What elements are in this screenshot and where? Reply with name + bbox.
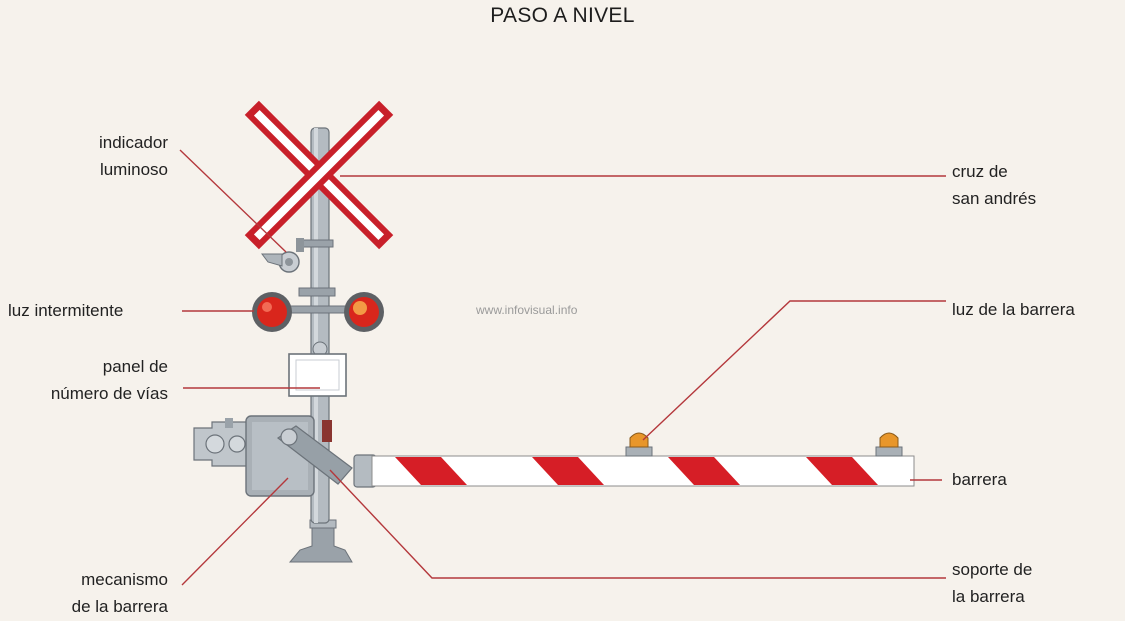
pole-base [288,519,353,563]
label-barrera: barrera [952,470,1007,489]
track-number-panel [288,341,347,442]
label-panel-numero-vias: panel de número de vías [50,357,168,403]
barrier-arm [353,454,915,488]
barrier-lights [625,432,903,457]
label-mecanismo-barrera: mecanismo de la barrera [71,570,168,616]
light-indicator [261,238,334,273]
st-andrews-cross [244,100,394,250]
label-luz-intermitente: luz intermitente [8,301,124,320]
label-indicador-luminoso: indicador luminoso [99,133,168,179]
leader-soporte-barrera [329,469,946,579]
leader-indicador-luminoso [179,149,287,253]
barrier-mechanism [193,415,353,497]
label-cruz-san-andres: cruz de san andrés [952,162,1037,208]
watermark: www.infovisual.info [476,303,578,317]
leader-lines [179,149,946,586]
label-luz-barrera: luz de la barrera [952,300,1075,319]
flashing-lights [252,287,384,332]
diagram-title: PASO A NIVEL [490,4,635,27]
leader-luz-barrera [642,300,946,441]
leader-mecanismo-barrera [181,477,289,586]
label-soporte-barrera: soporte de la barrera [952,560,1033,606]
